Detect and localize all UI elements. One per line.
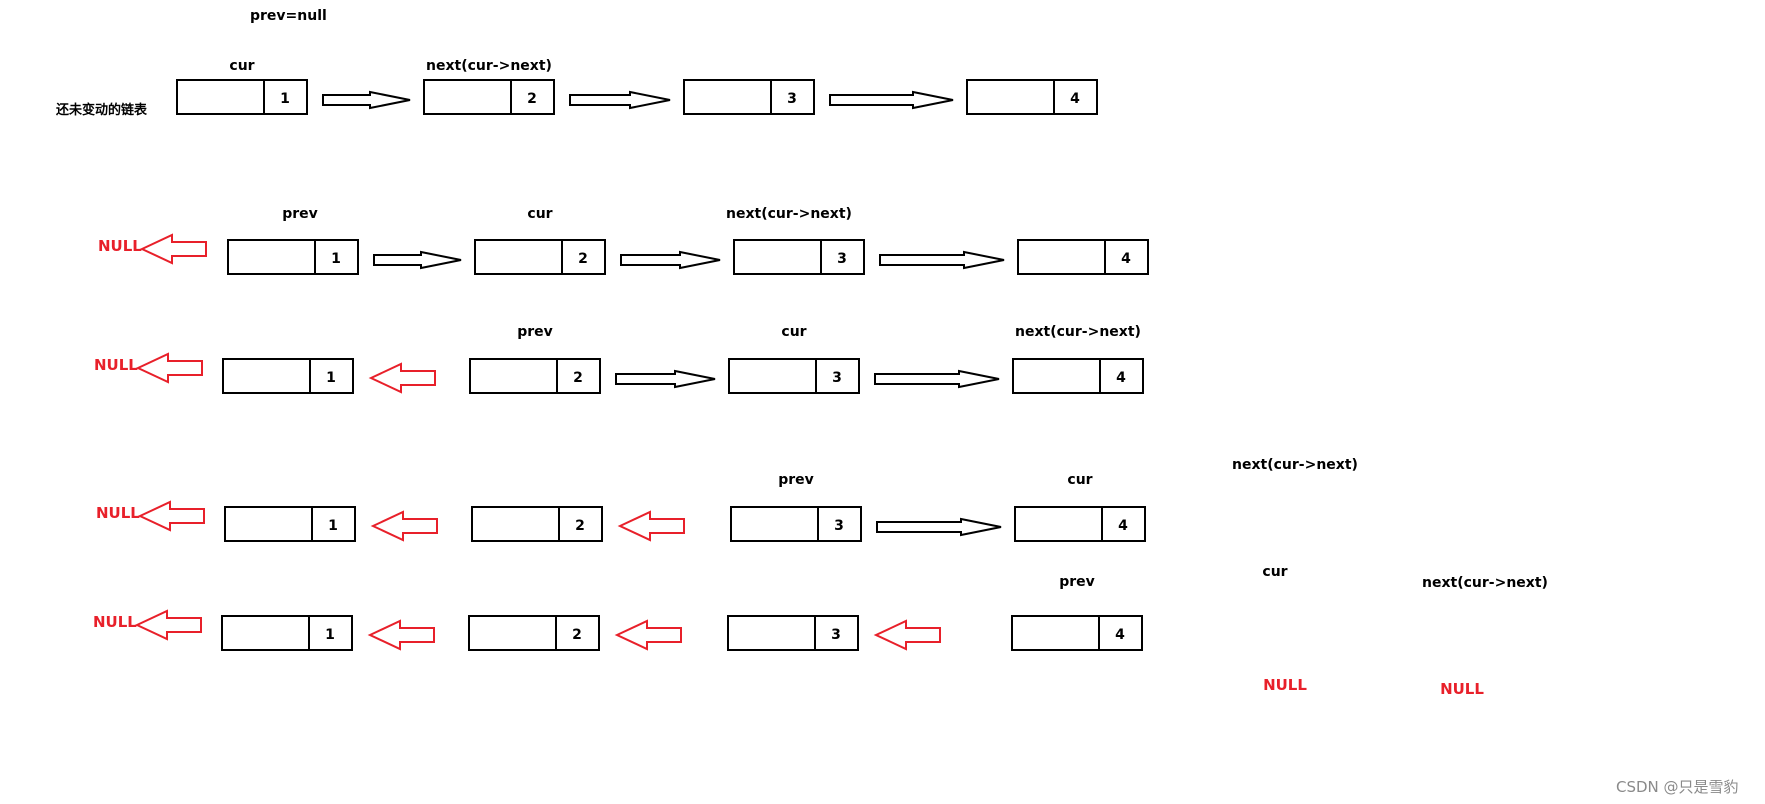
- pointer-label-cur: cur: [781, 324, 806, 340]
- node-value: 1: [280, 91, 290, 107]
- reversed-pointer-arrow: [614, 619, 682, 651]
- next-pointer-arrow: [876, 517, 1002, 537]
- pointer-label-nextcurnext: next(cur->next): [726, 206, 852, 222]
- list-node-3-row-1: [733, 239, 865, 275]
- watermark: CSDN @只是雪豹: [1616, 778, 1739, 796]
- list-node-2-row-2: [469, 358, 601, 394]
- pointer-label-nextcurnext: next(cur->next): [1015, 324, 1141, 340]
- node-value: 1: [325, 627, 335, 643]
- node-value: 1: [328, 518, 338, 534]
- null-label: NULL: [93, 613, 137, 631]
- null-label: NULL: [98, 237, 142, 255]
- next-pointer-arrow: [879, 250, 1005, 270]
- reversed-pointer-arrow: [370, 510, 438, 542]
- node-value: 2: [575, 518, 585, 534]
- pointer-label-prev: prev: [778, 472, 814, 488]
- pointer-label-cur: cur: [229, 58, 254, 74]
- next-pointer-arrow: [373, 250, 462, 270]
- list-node-2-row-0: [423, 79, 555, 115]
- next-pointer-arrow: [322, 90, 411, 110]
- list-node-4-row-1: [1017, 239, 1149, 275]
- pointer-label-cur: cur: [527, 206, 552, 222]
- list-node-3-row-0: [683, 79, 815, 115]
- row0-caption: 还未变动的链表: [56, 103, 148, 118]
- next-null-label: NULL: [1440, 680, 1484, 698]
- node-value: 4: [1070, 91, 1080, 107]
- pointer-label-cur: cur: [1262, 564, 1287, 580]
- node-value: 2: [572, 627, 582, 643]
- list-node-1-row-3: [224, 506, 356, 542]
- title-label: prev=null: [250, 8, 327, 24]
- node-value: 4: [1121, 251, 1131, 267]
- next-pointer-arrow: [569, 90, 671, 110]
- next-pointer-arrow: [620, 250, 721, 270]
- node-value: 3: [832, 370, 842, 386]
- null-label: NULL: [96, 504, 140, 522]
- node-value: 3: [787, 91, 797, 107]
- list-node-1-row-0: [176, 79, 308, 115]
- next-pointer-arrow: [829, 90, 954, 110]
- next-pointer-arrow: [874, 369, 1000, 389]
- pointer-label-nextcurnext: next(cur->next): [1232, 457, 1358, 473]
- list-node-1-row-4: [221, 615, 353, 651]
- reversed-pointer-arrow: [367, 619, 435, 651]
- null-pointer-arrow: [137, 500, 205, 532]
- list-node-4-row-0: [966, 79, 1098, 115]
- node-value: 4: [1115, 627, 1125, 643]
- node-value: 4: [1116, 370, 1126, 386]
- node-value: 2: [527, 91, 537, 107]
- node-value: 4: [1118, 518, 1128, 534]
- list-node-3-row-2: [728, 358, 860, 394]
- pointer-label-prev: prev: [1059, 574, 1095, 590]
- null-pointer-arrow: [139, 233, 207, 265]
- pointer-label-prev: prev: [517, 324, 553, 340]
- reversed-pointer-arrow: [368, 362, 436, 394]
- list-node-3-row-3: [730, 506, 862, 542]
- list-node-2-row-3: [471, 506, 603, 542]
- node-value: 3: [834, 518, 844, 534]
- node-value: 3: [837, 251, 847, 267]
- cur-null-label: NULL: [1263, 676, 1307, 694]
- node-value: 3: [831, 627, 841, 643]
- node-value: 2: [578, 251, 588, 267]
- pointer-label-nextcurnext: next(cur->next): [426, 58, 552, 74]
- node-value: 1: [331, 251, 341, 267]
- pointer-label-cur: cur: [1067, 472, 1092, 488]
- null-pointer-arrow: [134, 609, 202, 641]
- reversed-pointer-arrow: [873, 619, 941, 651]
- list-node-1-row-1: [227, 239, 359, 275]
- next-pointer-arrow: [615, 369, 716, 389]
- null-label: NULL: [94, 356, 138, 374]
- list-node-4-row-4: [1011, 615, 1143, 651]
- pointer-label-nextcurnext: next(cur->next): [1422, 575, 1548, 591]
- list-node-3-row-4: [727, 615, 859, 651]
- list-node-4-row-2: [1012, 358, 1144, 394]
- reversed-pointer-arrow: [617, 510, 685, 542]
- list-node-4-row-3: [1014, 506, 1146, 542]
- list-node-2-row-4: [468, 615, 600, 651]
- pointer-label-prev: prev: [282, 206, 318, 222]
- list-node-2-row-1: [474, 239, 606, 275]
- node-value: 1: [326, 370, 336, 386]
- null-pointer-arrow: [135, 352, 203, 384]
- node-value: 2: [573, 370, 583, 386]
- list-node-1-row-2: [222, 358, 354, 394]
